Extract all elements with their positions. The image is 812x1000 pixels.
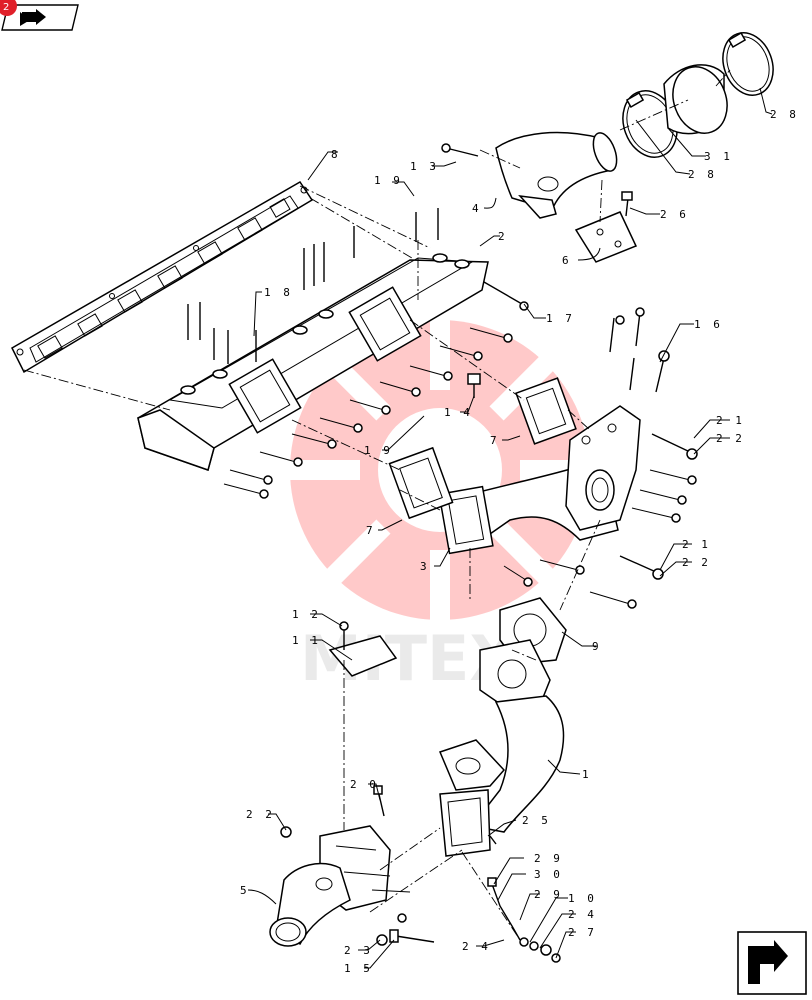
exhaust-pipe bbox=[438, 639, 565, 857]
callout-2: 2 bbox=[498, 230, 508, 243]
callout-8: 8 bbox=[331, 148, 341, 161]
callout-5: 5 bbox=[240, 884, 250, 897]
callout-14: 1 4 bbox=[444, 406, 473, 419]
callout-11: 1 1 bbox=[292, 634, 321, 647]
callout-24-right: 2 4 bbox=[568, 908, 597, 921]
callout-17: 1 7 bbox=[546, 312, 575, 325]
exhaust-manifold bbox=[438, 405, 641, 555]
callout-20: 2 0 bbox=[350, 778, 379, 791]
callout-15: 1 5 bbox=[344, 962, 373, 975]
callout-26: 2 6 bbox=[660, 208, 689, 221]
callout-24-left: 2 4 bbox=[462, 940, 491, 953]
support-bracket bbox=[574, 211, 638, 263]
callout-16: 1 6 bbox=[694, 318, 723, 331]
callout-13: 1 3 bbox=[410, 160, 439, 173]
callout-9: 9 bbox=[592, 640, 602, 653]
outlet-elbow bbox=[269, 825, 391, 947]
heat-shield-bracket bbox=[328, 635, 398, 677]
callout-21-lower: 2 1 bbox=[682, 538, 711, 551]
callout-18: 1 8 bbox=[264, 286, 293, 299]
center-lines bbox=[23, 69, 731, 941]
corner-badge: 2 bbox=[0, 0, 17, 16]
callout-25: 2 5 bbox=[522, 814, 551, 827]
callout-7-left: 7 bbox=[366, 524, 376, 537]
callout-29-lower: 2 9 bbox=[534, 888, 563, 901]
callout-12: 1 2 bbox=[292, 608, 321, 621]
callout-labels: 8 2 1 3 1 9 4 6 2 6 2 8 3 1 2 8 1 7 1 8 … bbox=[240, 87, 799, 975]
corner-badge-text: 2 bbox=[3, 2, 9, 13]
callout-7-right: 7 bbox=[490, 434, 500, 447]
callout-1: 1 bbox=[582, 768, 592, 781]
callout-22-bottom: 2 2 bbox=[246, 808, 275, 821]
callout-3: 3 bbox=[420, 560, 430, 573]
back-arrow-icon[interactable] bbox=[1, 4, 79, 31]
callout-30: 3 0 bbox=[534, 868, 563, 881]
exhaust-gasket-lower bbox=[388, 446, 454, 520]
intake-manifold bbox=[137, 253, 489, 471]
callout-28-left: 2 8 bbox=[688, 168, 717, 181]
callout-22-lower: 2 2 bbox=[682, 556, 711, 569]
callout-28-right: 2 8 bbox=[770, 108, 799, 121]
callout-19-upper: 1 9 bbox=[374, 174, 403, 187]
callout-27: 2 7 bbox=[568, 926, 597, 939]
callout-6: 6 bbox=[562, 254, 572, 267]
callout-10: 1 0 bbox=[568, 892, 597, 905]
return-arrow-icon[interactable] bbox=[737, 931, 807, 995]
intake-gasket bbox=[11, 180, 314, 374]
callout-22-upper: 2 2 bbox=[716, 432, 745, 445]
callout-31: 3 1 bbox=[704, 150, 733, 163]
callout-21-upper: 2 1 bbox=[716, 414, 745, 427]
callout-29-upper: 2 9 bbox=[534, 852, 563, 865]
callout-19-lower: 1 9 bbox=[364, 444, 393, 457]
intake-elbow bbox=[495, 131, 618, 219]
exhaust-gasket-upper bbox=[515, 377, 577, 445]
callout-23: 2 3 bbox=[344, 944, 373, 957]
hose-and-clamps bbox=[622, 32, 774, 158]
fasteners bbox=[187, 143, 698, 963]
callout-4: 4 bbox=[472, 202, 482, 215]
